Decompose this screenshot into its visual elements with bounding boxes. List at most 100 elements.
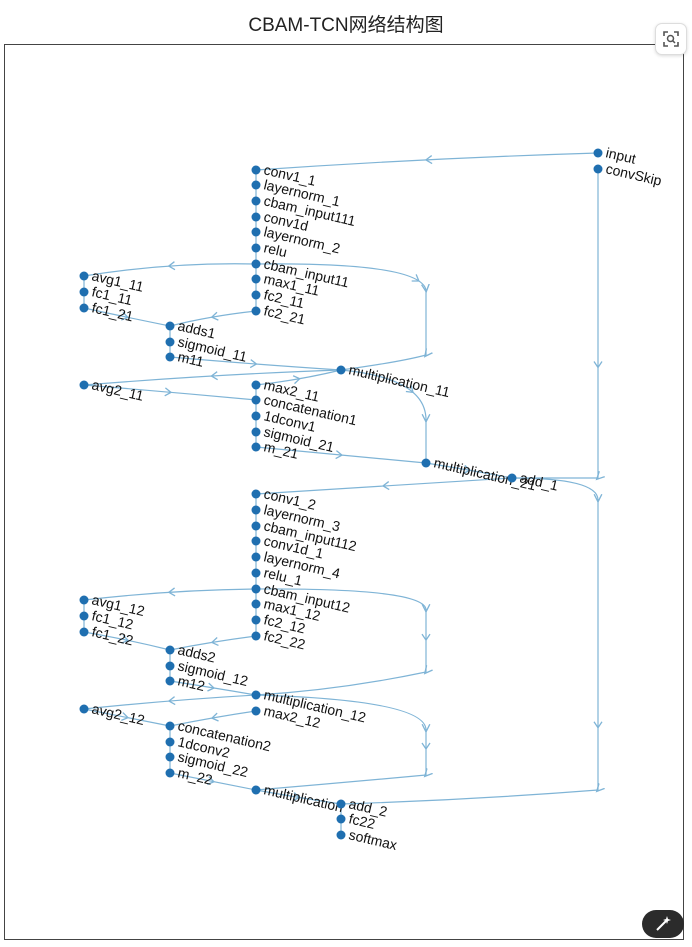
graph-node-fc22[interactable]: fc22 (336, 810, 377, 832)
edge-arrowhead (424, 155, 433, 165)
edge-arrowhead (210, 712, 219, 722)
node-marker (251, 631, 261, 641)
node-marker (79, 704, 89, 714)
graph-edge (255, 152, 599, 171)
graph-node-m-22[interactable]: m_22 (165, 764, 215, 788)
edge-arrowhead (167, 587, 176, 597)
node-marker (336, 365, 346, 375)
node-marker (165, 661, 175, 671)
magic-button[interactable] (642, 910, 684, 938)
diagram-title: CBAM-TCN网络结构图 (248, 15, 444, 36)
node-marker (507, 473, 517, 483)
node-label: avg2_12 (90, 700, 146, 728)
node-marker (79, 271, 89, 281)
node-marker (165, 352, 175, 362)
zoom-icon (663, 31, 679, 47)
graph-edge (340, 477, 598, 805)
edge-arrowhead (335, 450, 344, 460)
node-marker (251, 785, 261, 795)
node-marker (165, 676, 175, 686)
node-marker (251, 568, 261, 578)
graph-node-m11[interactable]: m11 (165, 348, 206, 370)
edge-arrowhead (381, 481, 390, 491)
zoom-button[interactable] (655, 23, 687, 55)
edge-arrowhead (249, 359, 258, 369)
node-marker (251, 690, 261, 700)
graph-node-convSkip[interactable]: convSkip (593, 160, 664, 189)
node-marker (251, 442, 261, 452)
node-marker (593, 148, 603, 158)
node-marker (251, 521, 261, 531)
graph-node-relu[interactable]: relu (251, 239, 289, 260)
node-marker (251, 274, 261, 284)
graph-node-avg2-12[interactable]: avg2_12 (79, 700, 147, 728)
edge-arrowhead (411, 274, 420, 282)
node-marker (79, 303, 89, 313)
node-marker (251, 536, 261, 546)
graph-node-multiplication-11[interactable]: multiplication_11 (336, 361, 452, 400)
node-marker (251, 427, 261, 437)
node-marker (165, 645, 175, 655)
edge-arrowhead (210, 371, 218, 381)
graph-node-m-21[interactable]: m_21 (251, 438, 301, 462)
edge-arrowhead (421, 633, 431, 642)
node-marker (79, 611, 89, 621)
node-marker (79, 380, 89, 390)
node-marker (336, 814, 346, 824)
node-label: m11 (176, 348, 205, 370)
node-marker (593, 164, 603, 174)
node-marker (251, 180, 261, 190)
node-marker (165, 752, 175, 762)
graph-edge (255, 263, 426, 371)
edge-arrowhead (121, 634, 130, 644)
graph-edge (83, 263, 257, 277)
graph-edge (169, 710, 257, 727)
edge-arrowhead (292, 792, 301, 802)
node-label: multiplication_11 (347, 361, 451, 400)
edge-arrowhead (463, 464, 472, 474)
node-marker (251, 599, 261, 609)
node-marker (421, 458, 431, 468)
node-marker (251, 212, 261, 222)
node-marker (336, 830, 346, 840)
node-marker (79, 627, 89, 637)
edge-arrowhead (121, 311, 130, 321)
node-marker (165, 768, 175, 778)
node-marker (79, 595, 89, 605)
node-marker (251, 227, 261, 237)
node-marker (251, 243, 261, 253)
node-marker (79, 287, 89, 297)
node-label: fc22 (347, 810, 377, 832)
graph-edge (83, 369, 342, 386)
graph-edge (255, 446, 427, 464)
node-marker (251, 380, 261, 390)
edge-arrowhead (164, 387, 173, 397)
node-label: m_21 (262, 438, 300, 462)
node-marker (165, 721, 175, 731)
node-label: input (604, 144, 637, 166)
edge-arrowhead (210, 311, 219, 321)
node-marker (251, 290, 261, 300)
graph-node-softmax[interactable]: softmax (336, 826, 399, 853)
node-label: m12 (176, 672, 206, 694)
node-label: relu (262, 239, 288, 260)
graph-node-input[interactable]: input (593, 144, 638, 167)
node-marker (251, 196, 261, 206)
edge-arrowhead (207, 682, 216, 692)
plot-frame (4, 44, 684, 940)
edge-arrowhead (207, 776, 216, 786)
edge-arrowhead (421, 742, 431, 751)
edge-arrowhead (121, 712, 130, 722)
node-marker (251, 505, 261, 515)
node-marker (251, 411, 261, 421)
node-marker (251, 615, 261, 625)
edge-arrowhead (210, 637, 219, 647)
graph-node-m12[interactable]: m12 (165, 672, 207, 694)
node-marker (251, 552, 261, 562)
node-marker (165, 321, 175, 331)
node-marker (251, 489, 261, 499)
node-marker (165, 737, 175, 747)
node-marker (251, 306, 261, 316)
graph-edge (340, 369, 426, 463)
